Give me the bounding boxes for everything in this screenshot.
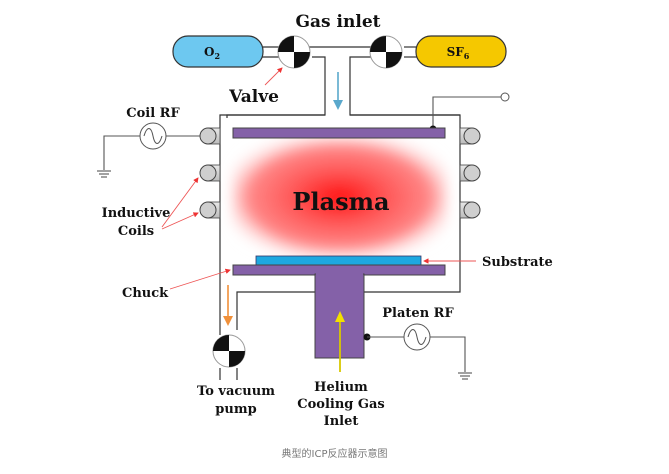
inductive-coils-left — [199, 127, 221, 219]
coil-icon — [459, 201, 481, 219]
coil-icon — [199, 164, 221, 182]
helium-label-line2: Cooling Gas — [297, 397, 384, 412]
coils-pointer-2 — [161, 212, 199, 230]
valve-icon-o2 — [277, 35, 311, 69]
gas-inlet-title: Gas inlet — [296, 12, 381, 32]
vacuum-label-line1: To vacuum — [197, 384, 275, 399]
coil-icon — [199, 201, 221, 219]
ground-icon — [458, 372, 472, 380]
figure-caption: 典型的ICP反应器示意图 — [281, 449, 388, 460]
coil-rf-label: Coil RF — [126, 106, 180, 121]
sf6-gas-tank: SF6 — [415, 35, 507, 68]
coil-rf-source — [97, 122, 200, 178]
top-electrode-wire — [429, 92, 510, 133]
o2-gas-tank: O2 — [172, 35, 264, 68]
coil-icon — [459, 164, 481, 182]
valve-icon-sf6 — [369, 35, 403, 69]
coils-pointer-1 — [161, 177, 199, 228]
coil-icon — [459, 127, 481, 145]
valve-label: Valve — [228, 87, 279, 107]
valve-pointer — [264, 67, 283, 86]
valve-icon-vacuum — [212, 334, 246, 368]
ground-icon — [97, 170, 111, 178]
chamber-wall — [219, 114, 461, 380]
helium-flow-arrow — [335, 311, 345, 372]
o2-tank-body — [172, 35, 264, 68]
o2-label: O2 — [204, 45, 220, 61]
gas-flow-arrow — [333, 72, 343, 110]
substrate — [255, 255, 422, 266]
inductive-coils-right — [459, 127, 481, 219]
vacuum-flow-arrow — [223, 285, 233, 326]
chuck-label: Chuck — [122, 286, 169, 301]
sf6-tank-body — [415, 35, 507, 68]
plasma-label: Plasma — [292, 187, 389, 216]
helium-label-line1: Helium — [314, 380, 368, 395]
helium-label-line3: Inlet — [324, 414, 359, 429]
top-electrode — [232, 127, 446, 139]
substrate-label: Substrate — [482, 255, 553, 270]
inductive-coils-label-line1: Inductive — [102, 206, 171, 221]
platen-rf-label: Platen RF — [382, 306, 454, 321]
ac-source-icon — [403, 323, 431, 351]
plasma-region — [232, 138, 447, 256]
chuck-pointer — [169, 268, 231, 290]
inductive-coils-label-line2: Coils — [118, 224, 154, 239]
vacuum-label-line2: pump — [215, 402, 256, 417]
sf6-label: SF6 — [447, 45, 470, 61]
platen-rf-source — [363, 323, 472, 380]
ac-source-icon — [139, 122, 167, 150]
coil-icon — [199, 127, 221, 145]
